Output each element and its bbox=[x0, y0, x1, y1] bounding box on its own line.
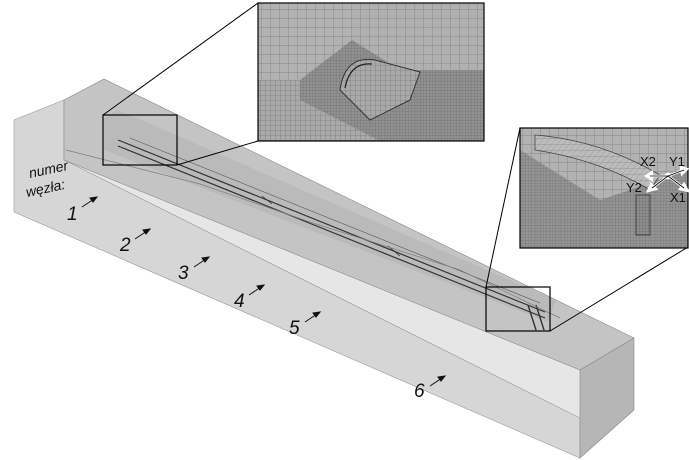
zoom-box-right bbox=[485, 286, 551, 332]
trench-region bbox=[104, 110, 556, 322]
zoom-connector bbox=[549, 246, 689, 332]
node-number-3: 3 bbox=[178, 263, 189, 284]
pipeline bbox=[117, 137, 546, 331]
node-number-4: 4 bbox=[234, 291, 245, 312]
axis-label-y1: Y1 bbox=[669, 154, 685, 169]
node-number-2: 2 bbox=[119, 235, 131, 256]
zoom-connector bbox=[176, 140, 259, 166]
node-markers bbox=[81, 196, 447, 387]
axis-label-x1: X1 bbox=[670, 190, 686, 205]
mesh-inset-right bbox=[519, 127, 689, 249]
mesh-inset-top bbox=[257, 2, 485, 142]
zoom-connector bbox=[485, 127, 521, 288]
node-number-5: 5 bbox=[289, 318, 300, 339]
block-end-face bbox=[579, 337, 635, 459]
node-number-6: 6 bbox=[414, 381, 425, 402]
surface-contour bbox=[65, 149, 561, 319]
zoom-connector bbox=[102, 2, 259, 116]
node-number-1: 1 bbox=[67, 204, 78, 225]
axis-label-y2: Y2 bbox=[626, 180, 642, 195]
axis-label-x2: X2 bbox=[640, 154, 656, 169]
zoom-box-left bbox=[102, 114, 178, 166]
